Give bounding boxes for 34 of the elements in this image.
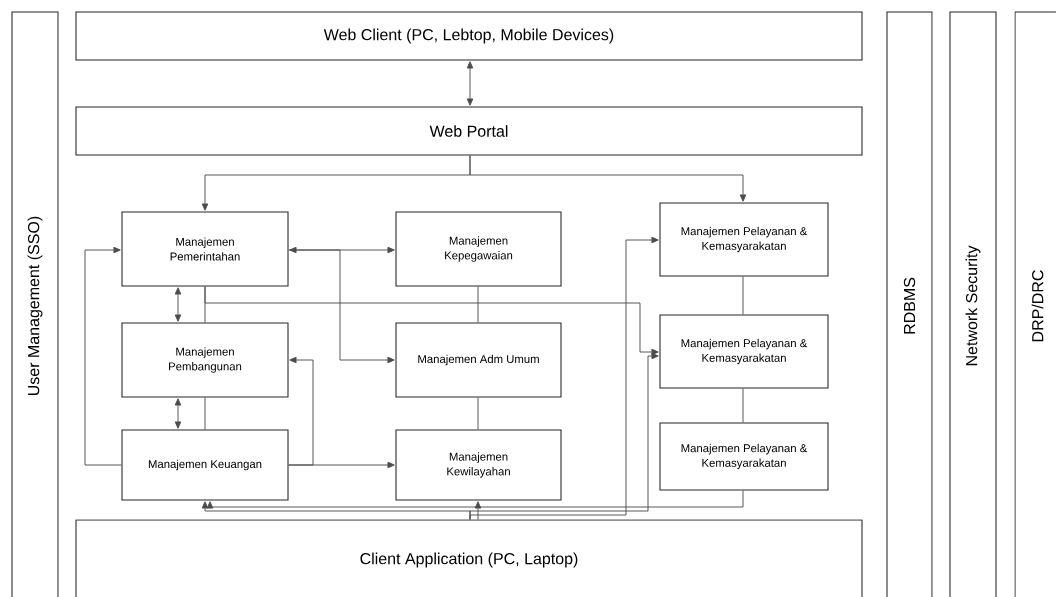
module-box: Manajemen Pelayanan & Kemasyarakatan bbox=[659, 422, 829, 491]
arrow bbox=[474, 501, 482, 520]
arrow bbox=[174, 287, 182, 322]
module-box: Manajemen Pemerintahan bbox=[121, 211, 289, 287]
connector-line bbox=[742, 276, 744, 315]
connector-line bbox=[742, 388, 744, 423]
vertical-band: DRP/DRC bbox=[1014, 11, 1056, 597]
arrow bbox=[288, 461, 395, 469]
module-box: Manajemen Keuangan bbox=[121, 429, 289, 501]
vertical-band: User Management (SSO) bbox=[11, 11, 59, 597]
arrow bbox=[288, 356, 314, 466]
module-box: Manajemen Adm Umum bbox=[395, 322, 562, 398]
module-box: Manajemen Kewilayahan bbox=[395, 429, 562, 501]
arrow bbox=[174, 398, 182, 429]
module-box: Manajemen Kepegawaian bbox=[395, 211, 562, 287]
connector-line bbox=[477, 286, 479, 323]
arrow bbox=[206, 490, 744, 509]
layer-box: Web Portal bbox=[75, 106, 863, 156]
connector-line bbox=[477, 397, 479, 430]
arrow bbox=[84, 246, 122, 466]
arrow bbox=[466, 61, 474, 106]
layer-box: Client Application (PC, Laptop) bbox=[75, 519, 863, 597]
arrow bbox=[469, 155, 747, 202]
connector-line bbox=[204, 286, 206, 323]
module-box: Manajemen Pembangunan bbox=[121, 322, 289, 398]
module-box: Manajemen Pelayanan & Kemasyarakatan bbox=[659, 314, 829, 389]
layer-box: Web Client (PC, Lebtop, Mobile Devices) bbox=[75, 11, 863, 61]
connector-line bbox=[204, 397, 206, 430]
arrow bbox=[289, 246, 395, 254]
arrow bbox=[288, 249, 395, 364]
vertical-band: Network Security bbox=[949, 11, 997, 597]
arrow bbox=[469, 352, 659, 520]
module-box: Manajemen Pelayanan & Kemasyarakatan bbox=[659, 202, 829, 277]
vertical-band: RDBMS bbox=[886, 11, 933, 597]
